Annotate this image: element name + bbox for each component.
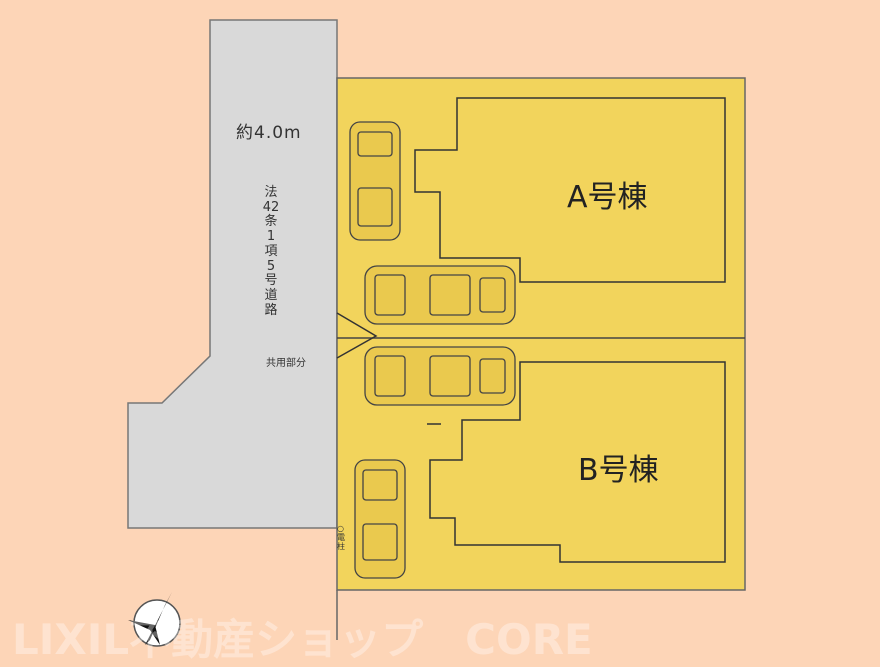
utility-pole-label: ○電柱 — [337, 524, 345, 551]
watermark: LIXIL不動産ショップ CORE — [12, 615, 593, 664]
car-4 — [354, 459, 406, 579]
building-a-outline — [414, 97, 726, 283]
car-1 — [349, 121, 401, 241]
car-2 — [364, 265, 516, 325]
road-width-label: 約4.0m — [236, 123, 302, 143]
road — [127, 19, 338, 529]
building-b-outline — [429, 361, 726, 563]
shared-area-label: 共用部分 — [266, 358, 306, 369]
road-type-label: 法42条1項5号道路 — [262, 185, 280, 318]
building-b-label: B号棟 — [578, 453, 659, 488]
building-a-label: A号棟 — [567, 180, 648, 215]
compass-icon — [128, 592, 181, 647]
car-3 — [364, 346, 516, 406]
shared-area-arrow — [336, 312, 378, 359]
